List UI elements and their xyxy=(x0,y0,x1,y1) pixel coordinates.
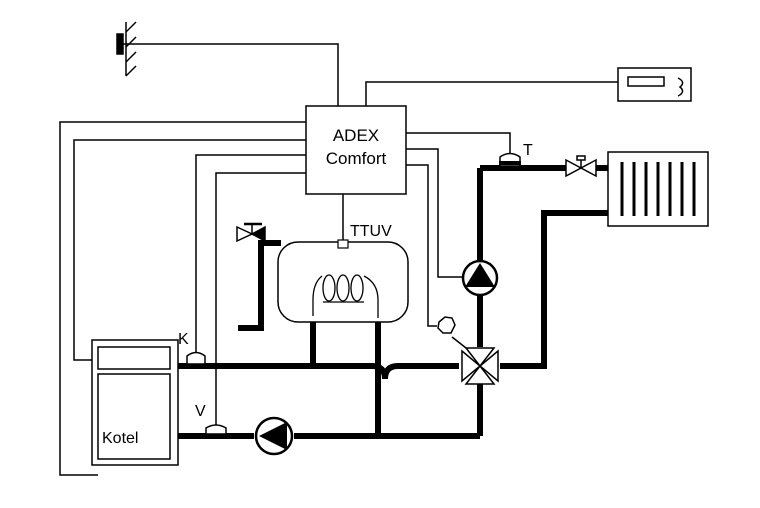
sensor-t-label: T xyxy=(523,142,533,159)
room-thermostat-icon xyxy=(617,67,692,102)
sensor-t: T xyxy=(499,142,533,167)
controller-label-line1: ADEX xyxy=(333,126,379,145)
radiator-valve-icon xyxy=(565,155,597,178)
boiler: Kotel xyxy=(91,339,179,466)
safety-valve-icon xyxy=(236,222,266,243)
radiator-icon xyxy=(607,151,709,227)
sensor-v: V xyxy=(195,403,227,435)
wall-sensor-icon xyxy=(116,21,137,77)
heating-coil xyxy=(312,274,379,318)
pump-icon xyxy=(461,259,499,297)
boiler-pump-icon xyxy=(254,416,294,456)
adex-comfort-controller: ADEX Comfort xyxy=(305,105,407,195)
sensor-k-label: K xyxy=(178,331,189,348)
tank-sensor-label: TTUV xyxy=(350,223,392,240)
three-way-valve-icon xyxy=(461,347,499,385)
sensor-v-label: V xyxy=(195,403,206,420)
water-pipes xyxy=(178,165,608,439)
controller-label-line2: Comfort xyxy=(326,149,387,168)
dhw-tank: TTUV xyxy=(277,223,409,323)
valve-actuator-icon xyxy=(437,316,456,334)
boiler-label: Kotel xyxy=(102,430,138,447)
control-wiring xyxy=(59,43,618,476)
sensor-k: K xyxy=(178,331,206,365)
